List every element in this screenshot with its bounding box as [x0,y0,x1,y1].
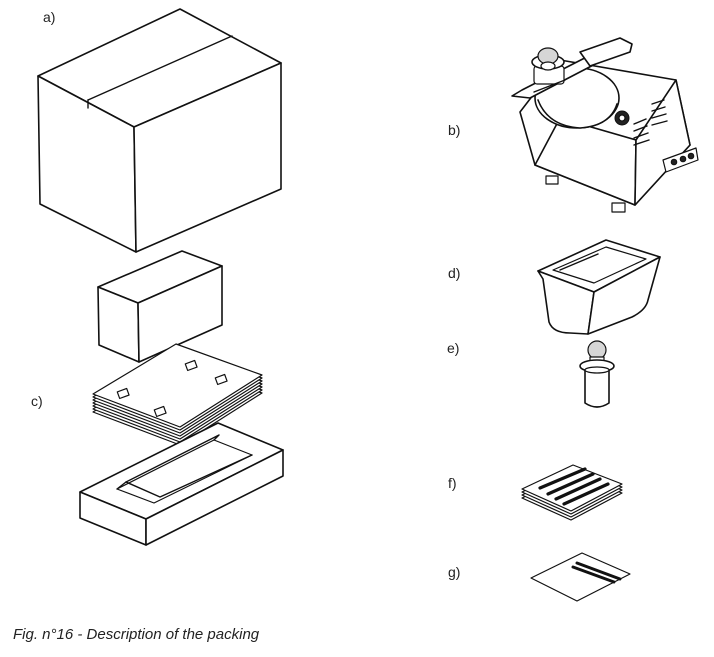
food-pusher [579,340,615,408]
label-e: e) [447,340,460,356]
vegetable-cutter-machine [511,37,699,213]
foam-base [79,422,284,546]
label-a: a) [43,9,56,25]
collecting-container [537,239,661,335]
label-f: f) [448,475,457,491]
figure-caption: Fig. n°16 - Description of the packing [13,626,260,643]
cardboard-box [37,8,282,253]
label-g: g) [448,564,461,580]
documentation-stack [521,464,623,521]
document-sheet [530,552,631,602]
label-d: d) [448,265,461,281]
sheet-stack [92,343,263,446]
label-c: c) [31,393,43,409]
inner-box [97,250,223,363]
label-b: b) [448,122,461,138]
